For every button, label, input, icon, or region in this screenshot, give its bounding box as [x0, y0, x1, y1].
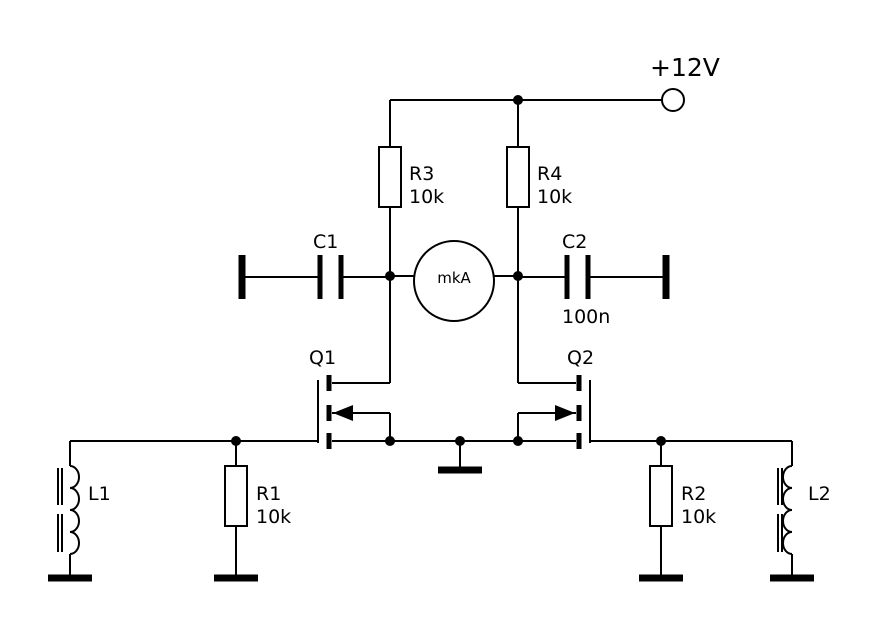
resistor-r1 — [214, 441, 258, 582]
supply-terminal — [661, 88, 685, 112]
inductor-l1 — [48, 441, 92, 582]
r3-value: 10k — [409, 186, 444, 208]
c2-label: C2 — [562, 231, 587, 253]
c2-value: 100n — [562, 306, 610, 328]
inductor-l2 — [770, 441, 814, 582]
resistor-r2 — [639, 441, 683, 582]
r4-label: R4 — [537, 163, 562, 185]
r4-value: 10k — [537, 186, 572, 208]
transistor-q2 — [513, 375, 792, 449]
capacitor-c2 — [518, 255, 670, 299]
supply-label: +12V — [650, 53, 720, 82]
r2-label: R2 — [681, 483, 706, 505]
r3-label: R3 — [409, 163, 434, 185]
resistor-r4 — [506, 146, 530, 383]
r1-value: 10k — [256, 506, 291, 528]
q1-label: Q1 — [309, 347, 336, 369]
l2-label: L2 — [808, 483, 831, 505]
r2-value: 10k — [681, 506, 716, 528]
capacitor-c1 — [238, 255, 390, 299]
meter-label: mkA — [437, 269, 471, 287]
meter-mka — [385, 240, 523, 322]
transistor-q1 — [70, 375, 518, 449]
c1-label: C1 — [313, 231, 338, 253]
l1-label: L1 — [88, 483, 111, 505]
ground-center — [438, 436, 482, 474]
supply-rail — [389, 95, 662, 147]
resistor-r3 — [378, 146, 402, 383]
q2-label: Q2 — [567, 347, 594, 369]
r1-label: R1 — [256, 483, 281, 505]
